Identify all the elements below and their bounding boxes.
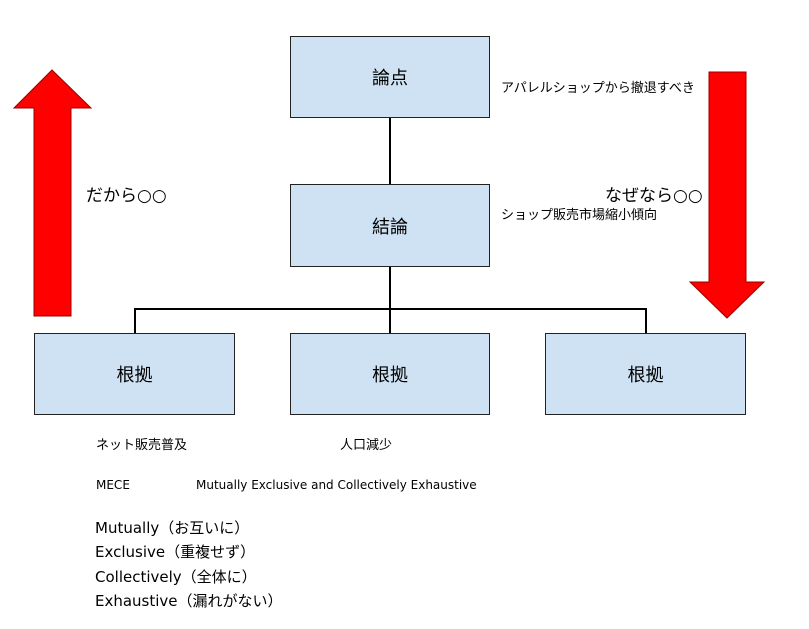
note-reason-left: ネット販売普及 bbox=[96, 438, 188, 453]
node-reason-center: 根拠 bbox=[290, 333, 490, 415]
connector-middle-bus bbox=[389, 267, 391, 309]
mece-item-4: Exhaustive（漏れがない） bbox=[95, 592, 283, 610]
connector-bus bbox=[134, 308, 647, 310]
mece-abbr: MECE bbox=[96, 478, 130, 492]
node-reason-left: 根拠 bbox=[34, 333, 235, 415]
connector-left bbox=[134, 308, 136, 333]
up-arrow-label: だから○○ bbox=[86, 186, 167, 206]
node-reason-right: 根拠 bbox=[545, 333, 746, 415]
mece-item-3: Collectively（全体に） bbox=[95, 568, 257, 586]
node-conclusion: 結論 bbox=[290, 184, 490, 267]
node-issue: 論点 bbox=[290, 36, 490, 118]
mece-item-1: Mutually（お互いに） bbox=[95, 519, 250, 537]
note-reason-center: 人口減少 bbox=[340, 438, 393, 453]
mece-full: Mutually Exclusive and Collectively Exha… bbox=[196, 478, 477, 492]
connector-center bbox=[389, 308, 391, 333]
note-conclusion: ショップ販売市場縮小傾向 bbox=[501, 208, 658, 223]
note-issue: アパレルショップから撤退すべき bbox=[501, 81, 695, 96]
connector-right bbox=[645, 308, 647, 333]
mece-item-2: Exclusive（重複せず） bbox=[95, 543, 256, 561]
connector-top-middle bbox=[389, 118, 391, 184]
down-arrow-label: なぜなら○○ bbox=[605, 186, 703, 206]
